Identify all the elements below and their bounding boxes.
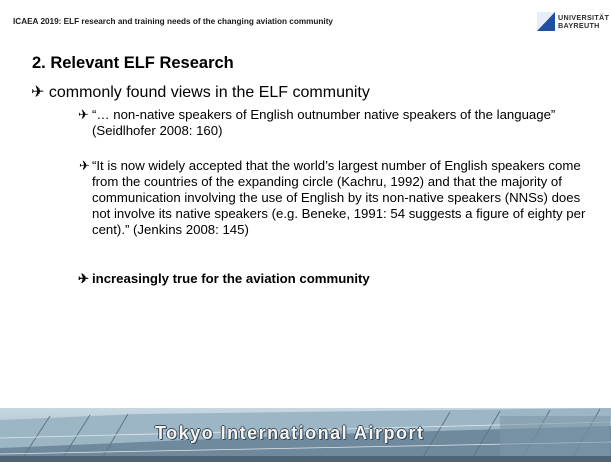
conference-title: ICAEA 2019: ELF research and training ne… (13, 17, 333, 26)
quote-seidlhofer-text: “… non-native speakers of English outnum… (92, 107, 556, 138)
university-logo: UNIVERSITÄT BAYREUTH (537, 11, 609, 33)
logo-wordmark: UNIVERSITÄT BAYREUTH (558, 14, 609, 30)
bullet-level1-text: commonly found views in the ELF communit… (48, 84, 370, 101)
plane-bullet-icon: ✈ (79, 158, 91, 173)
bullet-level1: ✈ commonly found views in the ELF commun… (31, 82, 370, 102)
airport-banner: Tokyo International Airport (0, 408, 611, 462)
banner-sign-text: Tokyo International Airport (155, 423, 425, 443)
quote-jenkins-text: “It is now widely accepted that the worl… (92, 158, 586, 237)
plane-bullet-icon: ✈ (78, 107, 90, 122)
conclusion-text: increasingly true for the aviation commu… (92, 271, 370, 286)
plane-bullet-icon: ✈ (78, 271, 90, 286)
logo-text-line2: BAYREUTH (558, 21, 600, 30)
quote-jenkins: ✈ “It is now widely accepted that the wo… (79, 158, 592, 238)
conclusion-bullet: ✈ increasingly true for the aviation com… (78, 271, 592, 287)
quote-seidlhofer: ✈ “… non-native speakers of English outn… (78, 107, 592, 139)
logo-text-line1: UNIVERSITÄT (558, 13, 610, 22)
slide-title: 2. Relevant ELF Research (32, 54, 234, 72)
logo-mark-icon (537, 12, 555, 31)
airport-terminal-image (0, 408, 611, 462)
slide-header: ICAEA 2019: ELF research and training ne… (0, 0, 611, 44)
plane-bullet-icon: ✈ (31, 84, 45, 101)
